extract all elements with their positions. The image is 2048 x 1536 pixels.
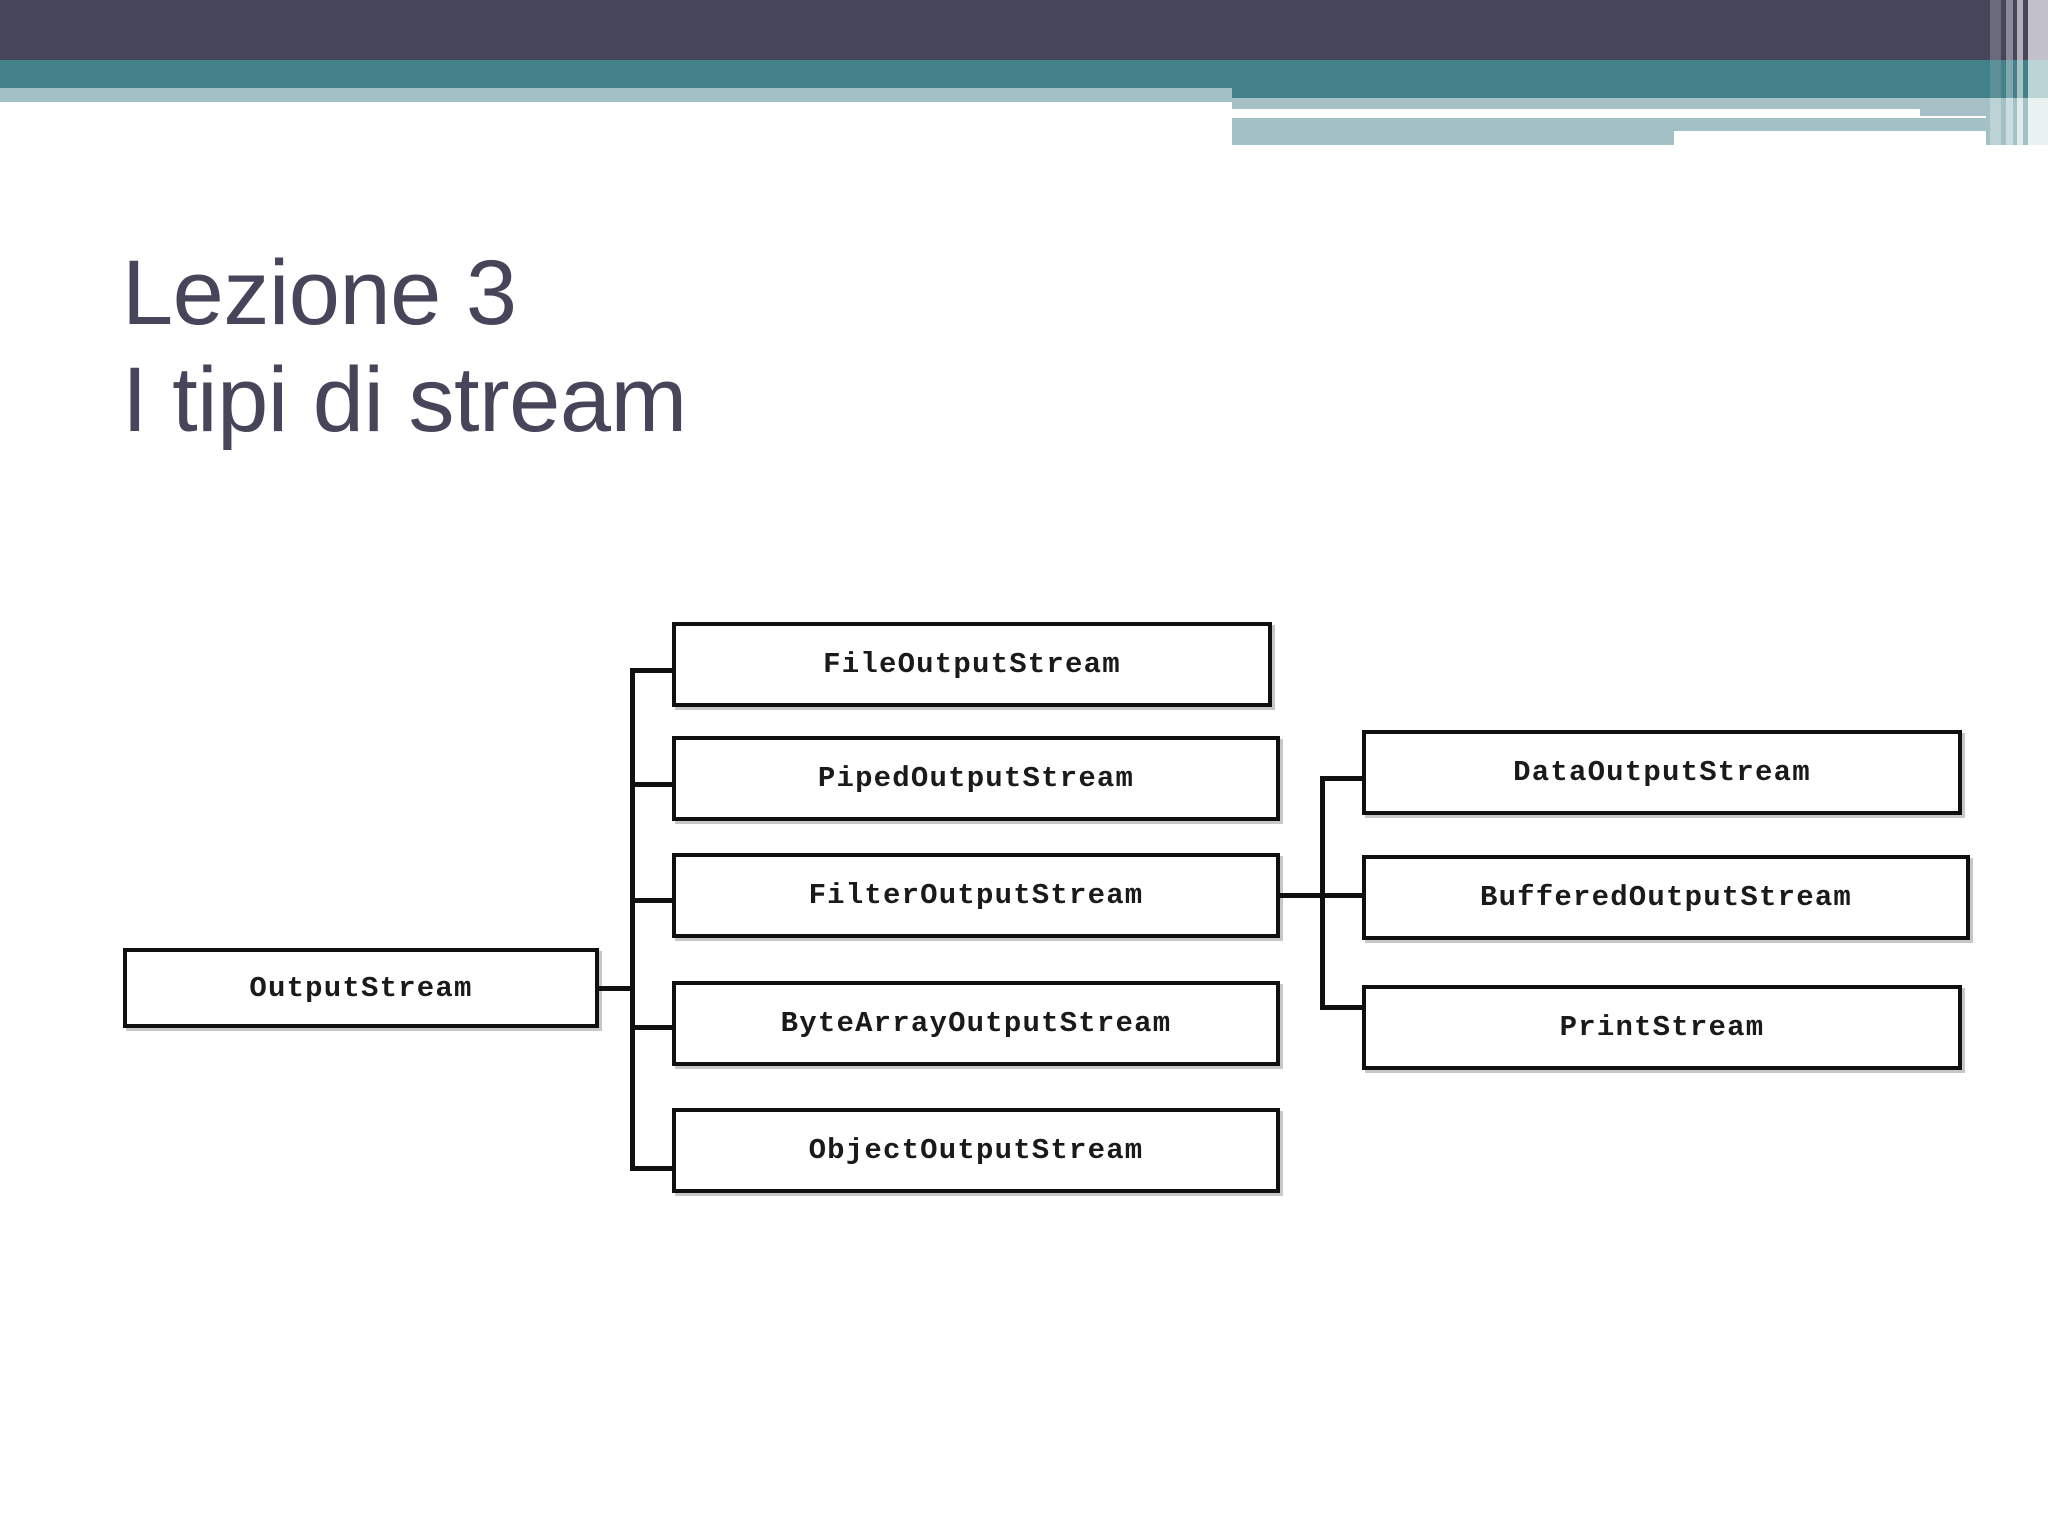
- connector-branch-1: [630, 668, 672, 673]
- connector-branch-4: [630, 1025, 672, 1030]
- node-data-output-stream-label: DataOutputStream: [1513, 756, 1811, 789]
- stripe-light-1: [2017, 0, 2023, 150]
- stripe-light-2: [2028, 0, 2048, 150]
- header-band-white-notch: [1674, 131, 2048, 145]
- stripe-gray-2: [2006, 0, 2013, 150]
- connector-left-spine: [630, 670, 635, 1170]
- node-piped-output-stream-label: PipedOutputStream: [817, 762, 1135, 795]
- node-filter-output-stream[interactable]: FilterOutputStream: [672, 853, 1280, 938]
- connector-branch-2: [630, 782, 672, 787]
- connector-filter-trunk: [1280, 893, 1322, 898]
- header-band-light-left: [0, 88, 1232, 102]
- header-band-white-gap: [1232, 109, 1920, 118]
- header-band-dark: [0, 0, 2048, 60]
- header-decoration: [0, 0, 2048, 150]
- connector-root-trunk: [599, 986, 632, 991]
- stripe-dark-3: [2013, 0, 2017, 150]
- node-piped-output-stream[interactable]: PipedOutputStream: [672, 736, 1280, 821]
- stripe-gray-1: [1990, 0, 2001, 150]
- connector-right-branch-2: [1320, 893, 1364, 898]
- node-filter-output-stream-label: FilterOutputStream: [808, 879, 1144, 912]
- node-object-output-stream-label: ObjectOutputStream: [808, 1134, 1144, 1167]
- node-object-output-stream[interactable]: ObjectOutputStream: [672, 1108, 1280, 1193]
- connector-right-branch-3: [1320, 1005, 1364, 1010]
- connector-branch-3: [630, 898, 672, 903]
- node-buffered-output-stream-label: BufferedOutputStream: [1479, 881, 1853, 914]
- node-bytearray-output-stream-label: ByteArrayOutputStream: [780, 1007, 1172, 1040]
- root-node-label: OutputStream: [249, 971, 473, 1005]
- node-data-output-stream[interactable]: DataOutputStream: [1362, 730, 1962, 815]
- root-node[interactable]: OutputStream: [123, 948, 599, 1028]
- page-title-line-2: I tipi di stream: [122, 348, 687, 451]
- stripe-dark-4: [2023, 0, 2028, 150]
- node-file-output-stream-label: FileOutputStream: [823, 648, 1121, 681]
- page-title-line-1: Lezione 3: [122, 242, 517, 344]
- page-title: Lezione 3 I tipi di stream: [122, 240, 1222, 453]
- stripe-dark-2: [2001, 0, 2006, 150]
- node-print-stream[interactable]: PrintStream: [1362, 985, 1962, 1070]
- node-bytearray-output-stream[interactable]: ByteArrayOutputStream: [672, 981, 1280, 1066]
- node-buffered-output-stream[interactable]: BufferedOutputStream: [1362, 855, 1970, 940]
- node-file-output-stream[interactable]: FileOutputStream: [672, 622, 1272, 707]
- node-print-stream-label: PrintStream: [1559, 1011, 1765, 1044]
- stripe-dark-1: [1986, 0, 1990, 150]
- connector-right-branch-1: [1320, 776, 1364, 781]
- connector-branch-5: [630, 1166, 672, 1171]
